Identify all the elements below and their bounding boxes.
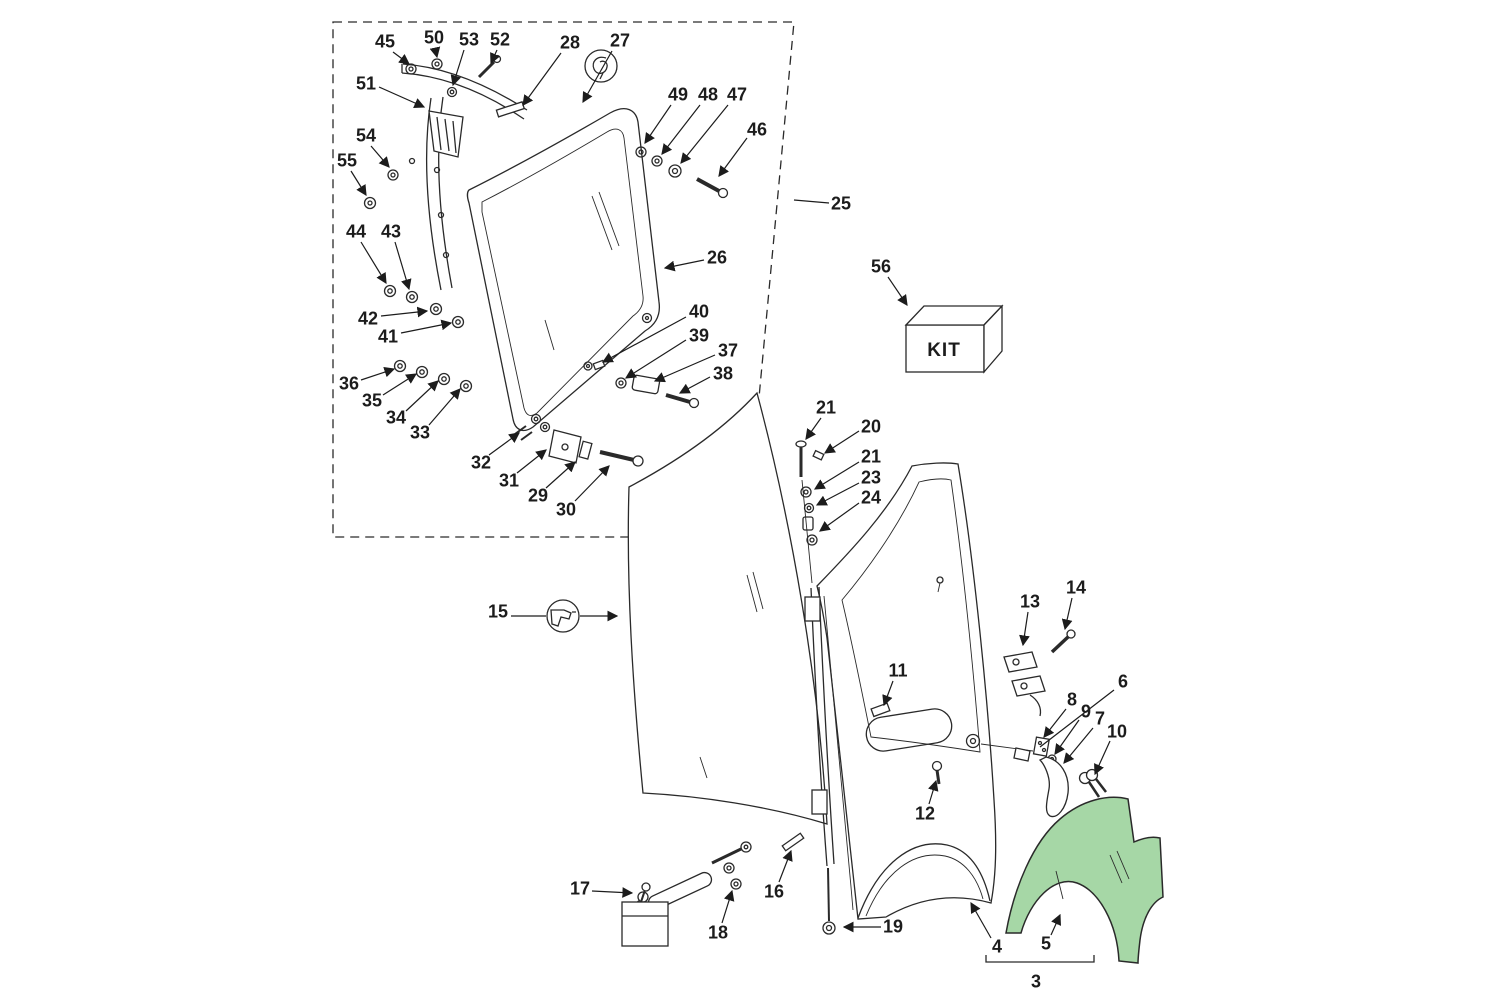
leader-line bbox=[882, 680, 894, 707]
leader-line bbox=[970, 901, 992, 939]
leader-line bbox=[721, 889, 735, 924]
green-fender-panel bbox=[1005, 796, 1164, 964]
leader-line bbox=[624, 339, 687, 379]
leader-line bbox=[601, 316, 687, 363]
leader-line bbox=[680, 104, 729, 164]
leader-line bbox=[380, 306, 429, 318]
leader-line bbox=[644, 104, 672, 144]
hinge-cluster-29-32 bbox=[514, 413, 644, 467]
leader-line bbox=[887, 276, 908, 306]
door-frame bbox=[816, 462, 1034, 920]
leader-line bbox=[1054, 719, 1080, 755]
leader-line bbox=[400, 319, 453, 334]
hinge-brackets-13-14 bbox=[1003, 629, 1076, 717]
leader-line bbox=[819, 502, 860, 532]
leader-line bbox=[591, 887, 634, 898]
leader-line bbox=[378, 86, 426, 109]
pivot-bolt-parts bbox=[795, 440, 825, 584]
leader-line bbox=[370, 145, 390, 168]
leader-line bbox=[1094, 740, 1111, 776]
leader-line bbox=[582, 50, 613, 104]
leader-line bbox=[718, 137, 748, 177]
glass-pane-26 bbox=[466, 108, 661, 432]
leader-line bbox=[1039, 689, 1115, 748]
leader-line bbox=[394, 241, 412, 291]
fastener-row-36-33 bbox=[393, 359, 473, 393]
hook-icon bbox=[584, 49, 618, 83]
keys-icon bbox=[1078, 768, 1107, 798]
leader-line bbox=[360, 366, 396, 381]
leader-line bbox=[678, 376, 711, 394]
leader-line bbox=[488, 432, 520, 456]
leader-line bbox=[382, 373, 418, 396]
leader-line bbox=[793, 199, 830, 204]
leader-line bbox=[805, 417, 822, 440]
leader-line bbox=[1061, 597, 1073, 631]
leader-line bbox=[392, 51, 410, 65]
leader-line bbox=[778, 849, 793, 883]
leader-line bbox=[522, 52, 562, 106]
leader-line bbox=[516, 449, 547, 474]
fastener-cluster-37 bbox=[583, 359, 700, 409]
sealant-gun-icon bbox=[546, 599, 580, 633]
gas-strut bbox=[621, 841, 752, 947]
leader-line bbox=[1019, 611, 1030, 647]
latch-parts bbox=[870, 702, 1107, 818]
leader-line bbox=[405, 380, 439, 412]
fastener-row-49-46 bbox=[635, 146, 729, 199]
leader-line bbox=[661, 104, 701, 155]
leader-lines-layer bbox=[350, 46, 1115, 939]
leader-line bbox=[815, 482, 860, 506]
leader-line bbox=[1050, 913, 1061, 936]
leader-line bbox=[545, 461, 576, 489]
highlight-panel bbox=[1005, 796, 1164, 964]
group-bracket-3 bbox=[985, 955, 1095, 963]
leader-line bbox=[429, 46, 441, 59]
fastener-row-44-41 bbox=[383, 284, 465, 329]
leader-line bbox=[428, 388, 461, 426]
door-hinge-bar bbox=[781, 586, 836, 935]
kit-label: KIT bbox=[927, 340, 961, 361]
leader-line bbox=[450, 49, 465, 87]
leader-line bbox=[813, 461, 860, 490]
leader-line bbox=[663, 259, 705, 272]
leader-line bbox=[360, 241, 387, 285]
leader-line bbox=[350, 170, 367, 197]
leader-line bbox=[928, 779, 939, 805]
upper-window-assembly bbox=[363, 54, 729, 467]
leader-line bbox=[653, 354, 716, 383]
leader-line bbox=[574, 465, 610, 502]
leader-line bbox=[1063, 727, 1094, 764]
leader-line bbox=[823, 430, 860, 454]
leader-line bbox=[1043, 708, 1067, 738]
leader-line bbox=[490, 49, 500, 65]
window-frame-bar bbox=[426, 96, 464, 291]
door-glass bbox=[627, 391, 828, 825]
kit-box: KIT bbox=[904, 304, 1004, 374]
